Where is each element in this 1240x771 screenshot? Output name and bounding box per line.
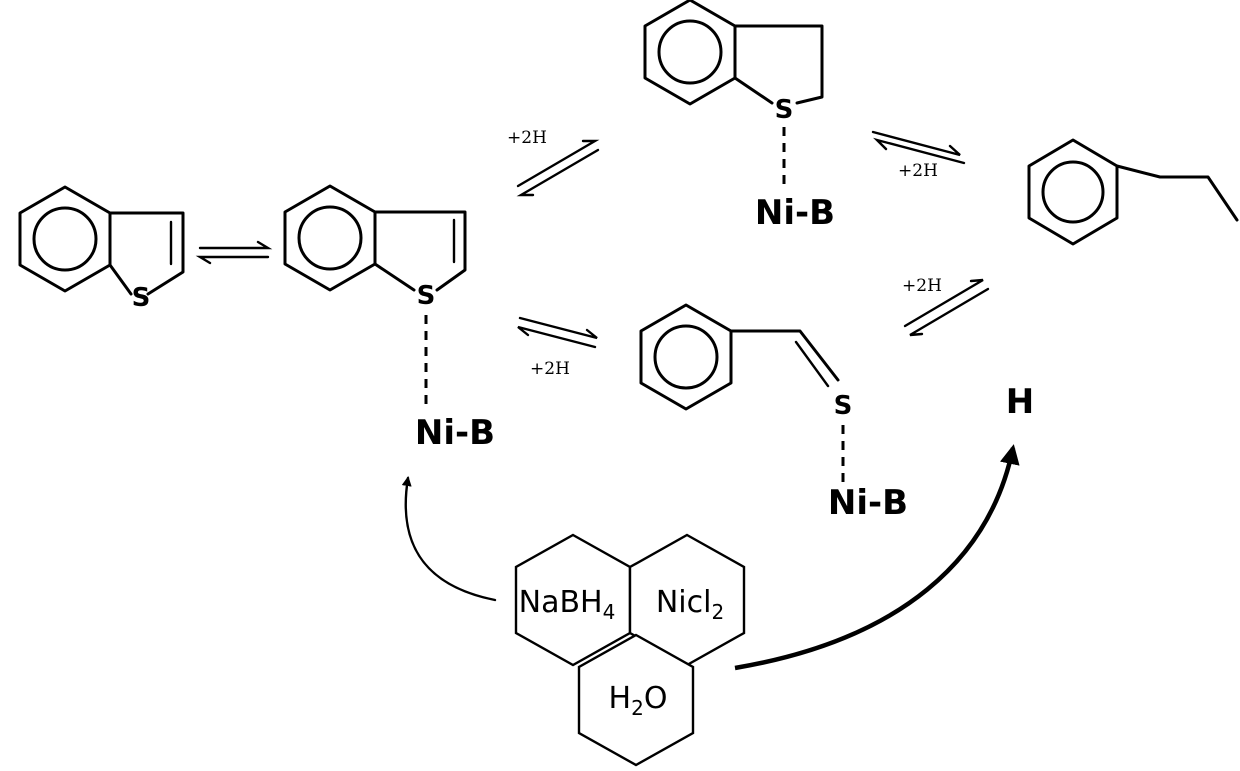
- water-cell: [577, 633, 695, 767]
- sulfur-atom: S: [775, 95, 794, 125]
- sulfur-atom: S: [132, 283, 151, 313]
- hydrogen-atom-label: H: [1006, 382, 1034, 422]
- plus-two-hydrogen-label: +2H: [902, 276, 942, 296]
- plus-two-hydrogen-label: +2H: [898, 161, 938, 181]
- nickel-chloride-label: Nicl2: [656, 585, 724, 624]
- benzothiophene-adsorbed: S Ni-B: [283, 184, 495, 453]
- water-label: H2O: [609, 681, 668, 720]
- nickel-boride-catalyst: Ni-B: [755, 193, 835, 233]
- plus-two-hydrogen-label: +2H: [530, 359, 570, 379]
- hydrogenation-equilibrium-arrows-lower: +2H: [517, 316, 598, 379]
- hydrogenation-equilibrium-arrows-right: +2H: [871, 130, 966, 181]
- catalyst-formation-arrow: [401, 476, 497, 602]
- hydrogenation-equilibrium-arrows-lower-right: +2H: [902, 276, 990, 337]
- ethylbenzene: [1027, 138, 1239, 246]
- adsorption-equilibrium-arrows: [195, 240, 273, 265]
- hydrogen-release-arrow: [734, 444, 1020, 671]
- benzothiophene-free: S: [18, 185, 185, 313]
- hydrogenation-equilibrium-arrows-upper: +2H: [507, 128, 600, 197]
- sulfur-atom: S: [834, 391, 853, 421]
- dihydrobenzothiophene-adsorbed: S Ni-B: [643, 0, 835, 233]
- sodium-borohydride-label: NaBH4: [519, 585, 616, 624]
- sulfur-atom: S: [417, 281, 436, 311]
- nickel-boride-catalyst: Ni-B: [415, 413, 495, 453]
- plus-two-hydrogen-label: +2H: [507, 128, 547, 148]
- ring-opened-thiol-intermediate: S Ni-B: [639, 303, 908, 523]
- nickel-boride-catalyst: Ni-B: [828, 483, 908, 523]
- reagent-honeycomb: NaBH4 Nicl2 H2O: [514, 533, 746, 767]
